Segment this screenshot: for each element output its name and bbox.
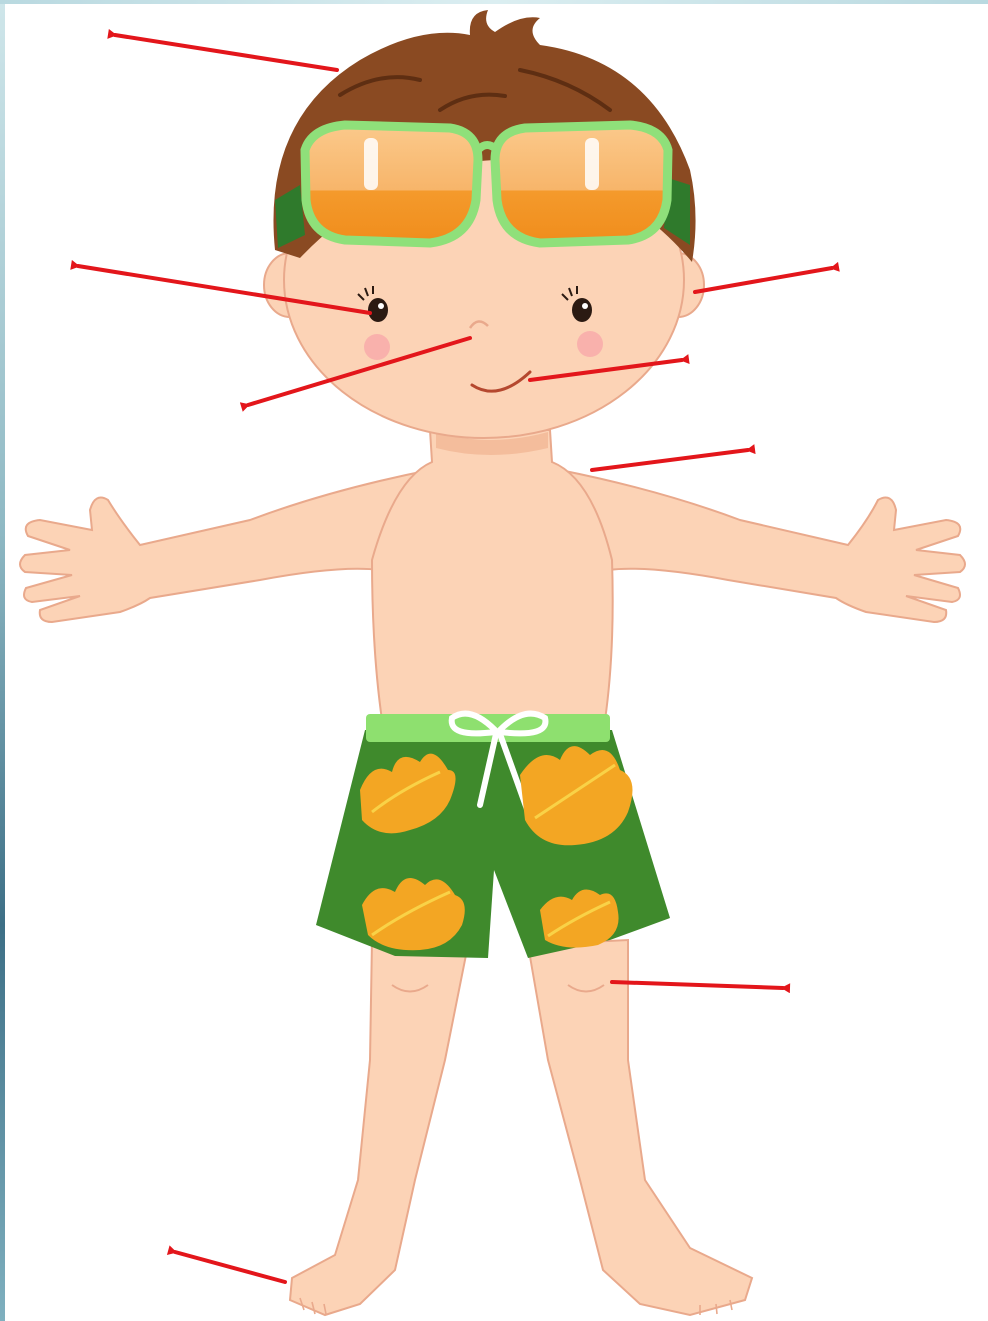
arrow-knee [612,982,783,988]
right-leg [528,940,752,1315]
head [264,10,704,438]
right-arm [560,470,965,622]
left-leg [290,940,468,1315]
left-cheek [364,334,390,360]
right-cheek [577,331,603,357]
left-goggle-lens [305,125,478,243]
trunks-waistband [366,714,610,742]
legs [290,940,752,1315]
arrow-ear [695,268,832,292]
left-arm [20,470,430,622]
arrow-foot [175,1252,285,1282]
arrow-hair [115,35,337,70]
swim-trunks [316,714,670,958]
right-goggle-lens [495,125,668,243]
arrow-shoulder [592,450,748,470]
